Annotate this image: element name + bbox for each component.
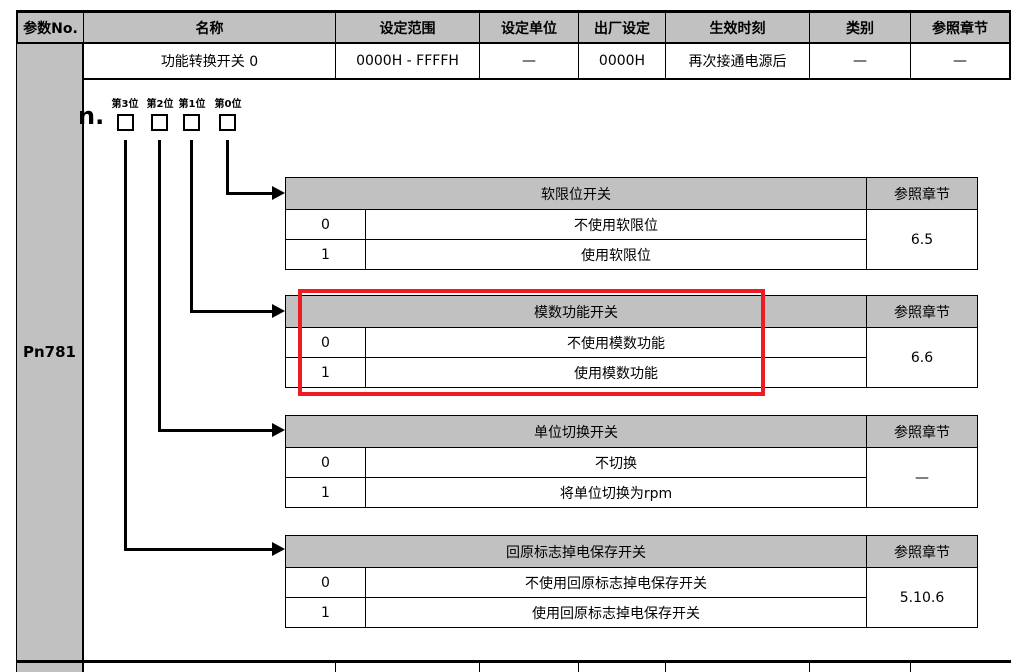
connector-line-bit3 — [124, 140, 127, 551]
bit-desc: 不使用模数功能 — [365, 327, 867, 358]
col-header-category: 类别 — [810, 13, 911, 42]
bit-desc: 不切换 — [365, 447, 867, 478]
bit-label-3: 第3位 — [111, 99, 139, 110]
bit-value: 1 — [285, 597, 366, 628]
param-no-value: Pn781 — [23, 343, 76, 361]
next-row-cell — [579, 663, 666, 672]
bit-desc: 使用模数功能 — [365, 357, 867, 388]
connector-line-bit2 — [158, 140, 161, 432]
param-summary-row: 功能转换开关 0 0000H - FFFFH — 0000H 再次接通电源后 —… — [84, 44, 1011, 80]
col-header-setting-unit: 设定单位 — [480, 13, 579, 42]
sub-table-reference: 5.10.6 — [866, 567, 978, 628]
bit-prefix: n. — [78, 102, 105, 130]
col-header-reference: 参照章节 — [932, 20, 988, 37]
arrow-to-home-flag — [272, 542, 285, 556]
cell-setting-unit: — — [480, 44, 579, 78]
bit-value: 0 — [285, 327, 366, 358]
next-row-cell — [336, 663, 480, 672]
sub-table-ref-header: 参照章节 — [866, 535, 978, 568]
connector-line-bit0-h — [226, 192, 273, 195]
next-row-cell — [84, 663, 336, 672]
bit-label-1: 第1位 — [178, 99, 206, 110]
bit-box-2 — [151, 114, 168, 131]
bit-desc: 不使用软限位 — [365, 209, 867, 240]
cell-setting-range: 0000H - FFFFH — [336, 44, 480, 78]
sub-table-title: 回原标志掉电保存开关 — [285, 535, 867, 568]
bit-value: 1 — [285, 477, 366, 508]
sub-table-title: 模数功能开关 — [285, 295, 867, 328]
connector-line-bit1 — [190, 140, 193, 313]
sub-table-reference: 6.5 — [866, 209, 978, 270]
bit-value: 0 — [285, 447, 366, 478]
sub-table-reference: 6.6 — [866, 327, 978, 388]
connector-line-bit2-h — [158, 429, 273, 432]
bit-value: 1 — [285, 239, 366, 270]
sub-table-unit-switch: 单位切换开关 参照章节 0 不切换 — 1 将单位切换为rpm — [285, 415, 978, 508]
bit-box-0 — [219, 114, 236, 131]
connector-line-bit3-h — [124, 548, 273, 551]
table-header-row: 参数No. 名称 设定范围 设定单位 出厂设定 生效时刻 类别 参照章节 — [16, 10, 1011, 44]
sub-table-home-flag: 回原标志掉电保存开关 参照章节 0 不使用回原标志掉电保存开关 5.10.6 1… — [285, 535, 978, 628]
arrow-to-modulo — [272, 304, 285, 318]
bit-label-2: 第2位 — [146, 99, 174, 110]
bit-value: 1 — [285, 357, 366, 388]
table-bottom-border — [16, 660, 1011, 663]
bit-desc: 将单位切换为rpm — [365, 477, 867, 508]
cell-category: — — [810, 44, 911, 78]
col-header-param-no: 参数No. — [18, 13, 84, 42]
sub-table-reference: — — [866, 447, 978, 508]
cell-factory-setting: 0000H — [579, 44, 666, 78]
next-row-cell — [480, 663, 579, 672]
col-header-name: 名称 — [84, 13, 336, 42]
connector-line-bit1-h — [190, 310, 273, 313]
sub-table-soft-limit: 软限位开关 参照章节 0 不使用软限位 6.5 1 使用软限位 — [285, 177, 978, 270]
param-no-cell: Pn781 — [16, 44, 84, 660]
cell-name: 功能转换开关 0 — [84, 44, 336, 78]
sub-table-ref-header: 参照章节 — [866, 415, 978, 448]
sub-table-modulo: 模数功能开关 参照章节 0 不使用模数功能 6.6 1 使用模数功能 — [285, 295, 978, 388]
sub-table-title: 软限位开关 — [285, 177, 867, 210]
sub-table-title: 单位切换开关 — [285, 415, 867, 448]
next-row-cell — [911, 663, 1011, 672]
bit-value: 0 — [285, 567, 366, 598]
connector-line-bit0 — [226, 140, 229, 195]
next-row-cell — [666, 663, 810, 672]
bit-desc: 使用回原标志掉电保存开关 — [365, 597, 867, 628]
cell-effective-time: 再次接通电源后 — [666, 44, 810, 78]
bit-value: 0 — [285, 209, 366, 240]
bit-desc: 不使用回原标志掉电保存开关 — [365, 567, 867, 598]
bit-label-0: 第0位 — [214, 99, 242, 110]
bit-desc: 使用软限位 — [365, 239, 867, 270]
bit-box-1 — [183, 114, 200, 131]
cell-reference: — — [953, 53, 967, 69]
next-row-cell — [810, 663, 911, 672]
next-row-partial — [16, 663, 1011, 672]
col-header-setting-range: 设定范围 — [336, 13, 480, 42]
arrow-to-unit-switch — [272, 423, 285, 437]
col-header-effective-time: 生效时刻 — [666, 13, 810, 42]
sub-table-ref-header: 参照章节 — [866, 295, 978, 328]
arrow-to-soft-limit — [272, 186, 285, 200]
next-row-cell — [16, 663, 84, 672]
bit-box-3 — [117, 114, 134, 131]
sub-table-ref-header: 参照章节 — [866, 177, 978, 210]
col-header-factory-setting: 出厂设定 — [579, 13, 666, 42]
